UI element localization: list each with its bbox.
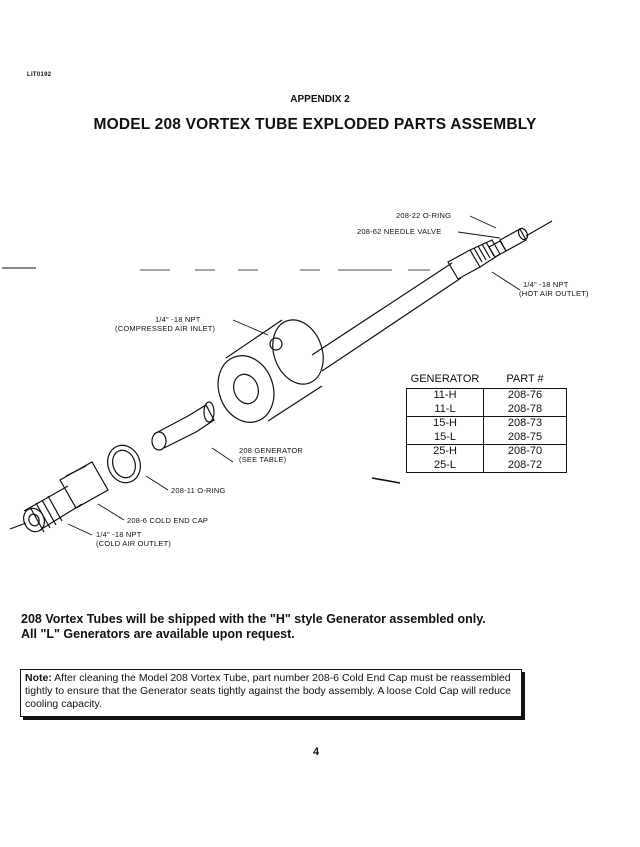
label-cold-air-outlet: 1/4" -18 NPT (COLD AIR OUTLET): [96, 530, 171, 548]
label-oring-11: 208-11 O-RING: [171, 486, 226, 495]
shipping-note-line2: All "L" Generators are available upon re…: [21, 627, 295, 641]
generator-cell: 15-L: [406, 430, 484, 445]
cleaning-note-box: Note: After cleaning the Model 208 Vorte…: [20, 669, 522, 717]
table-row: 15-H 208-73: [406, 416, 567, 431]
leader-lines: [67, 215, 521, 536]
hot-outlet-text: (HOT AIR OUTLET): [519, 289, 589, 298]
part-cell: 208-73: [507, 417, 543, 429]
note-label: Note:: [25, 672, 52, 684]
part-cell: 208-70: [507, 445, 543, 457]
label-hot-air-outlet: 1/4" -18 NPT (HOT AIR OUTLET): [519, 280, 589, 298]
page-title: MODEL 208 VORTEX TUBE EXPLODED PARTS ASS…: [93, 116, 537, 133]
main-body: [217, 319, 324, 423]
generator-cell: 11-H: [406, 388, 484, 403]
appendix-heading: APPENDIX 2: [290, 94, 350, 105]
part-cell: 208-78: [483, 402, 567, 417]
cold-npt-text: 1/4" -18 NPT: [96, 530, 142, 539]
page-number: 4: [312, 746, 320, 758]
inlet-npt-text: 1/4" -18 NPT: [155, 315, 201, 324]
tube-body: [311, 262, 462, 372]
hot-end-fitting: [447, 239, 501, 280]
document-id: LIT0192: [27, 72, 52, 78]
label-cold-end-cap: 208-6 COLD END CAP: [127, 516, 209, 525]
cold-end-cap-shape: [9, 461, 109, 533]
shipping-note-line1: 208 Vortex Tubes will be shipped with th…: [21, 612, 486, 626]
generator-cell: 25-H: [406, 444, 484, 459]
header-part: PART #: [506, 373, 544, 385]
inlet-desc-text: (COMPRESSED AIR INLET): [115, 324, 216, 333]
table-row: 11-H 208-76: [406, 388, 567, 403]
label-oring-22: 208-22 O-RING: [396, 211, 452, 220]
cold-outlet-text: (COLD AIR OUTLET): [96, 539, 172, 548]
generator-shape: [151, 401, 215, 451]
generator-cell: 11-L: [406, 402, 484, 417]
label-needle-valve: 208-62 NEEDLE VALVE: [357, 227, 442, 236]
part-cell: 208-75: [483, 430, 567, 445]
generator-text: 208 GENERATOR: [239, 446, 304, 455]
generator-cell: 15-H: [406, 416, 484, 431]
generator-cell: 25-L: [406, 458, 484, 473]
label-compressed-air-inlet: 1/4" -18 NPT (COMPRESSED AIR INLET): [115, 315, 215, 333]
shipping-note: 208 Vortex Tubes will be shipped with th…: [21, 612, 531, 642]
header-generator: GENERATOR: [410, 373, 480, 385]
table-row: 25-H 208-70: [406, 444, 567, 459]
note-text: After cleaning the Model 208 Vortex Tube…: [25, 672, 511, 710]
part-cell: 208-76: [507, 389, 543, 401]
label-generator: 208 GENERATOR (SEE TABLE): [239, 446, 303, 464]
o-ring-shape: [107, 444, 141, 484]
part-cell: 208-72: [483, 458, 567, 473]
generator-see-text: (SEE TABLE): [239, 455, 287, 464]
hot-npt-text: 1/4" -18 NPT: [523, 280, 569, 289]
